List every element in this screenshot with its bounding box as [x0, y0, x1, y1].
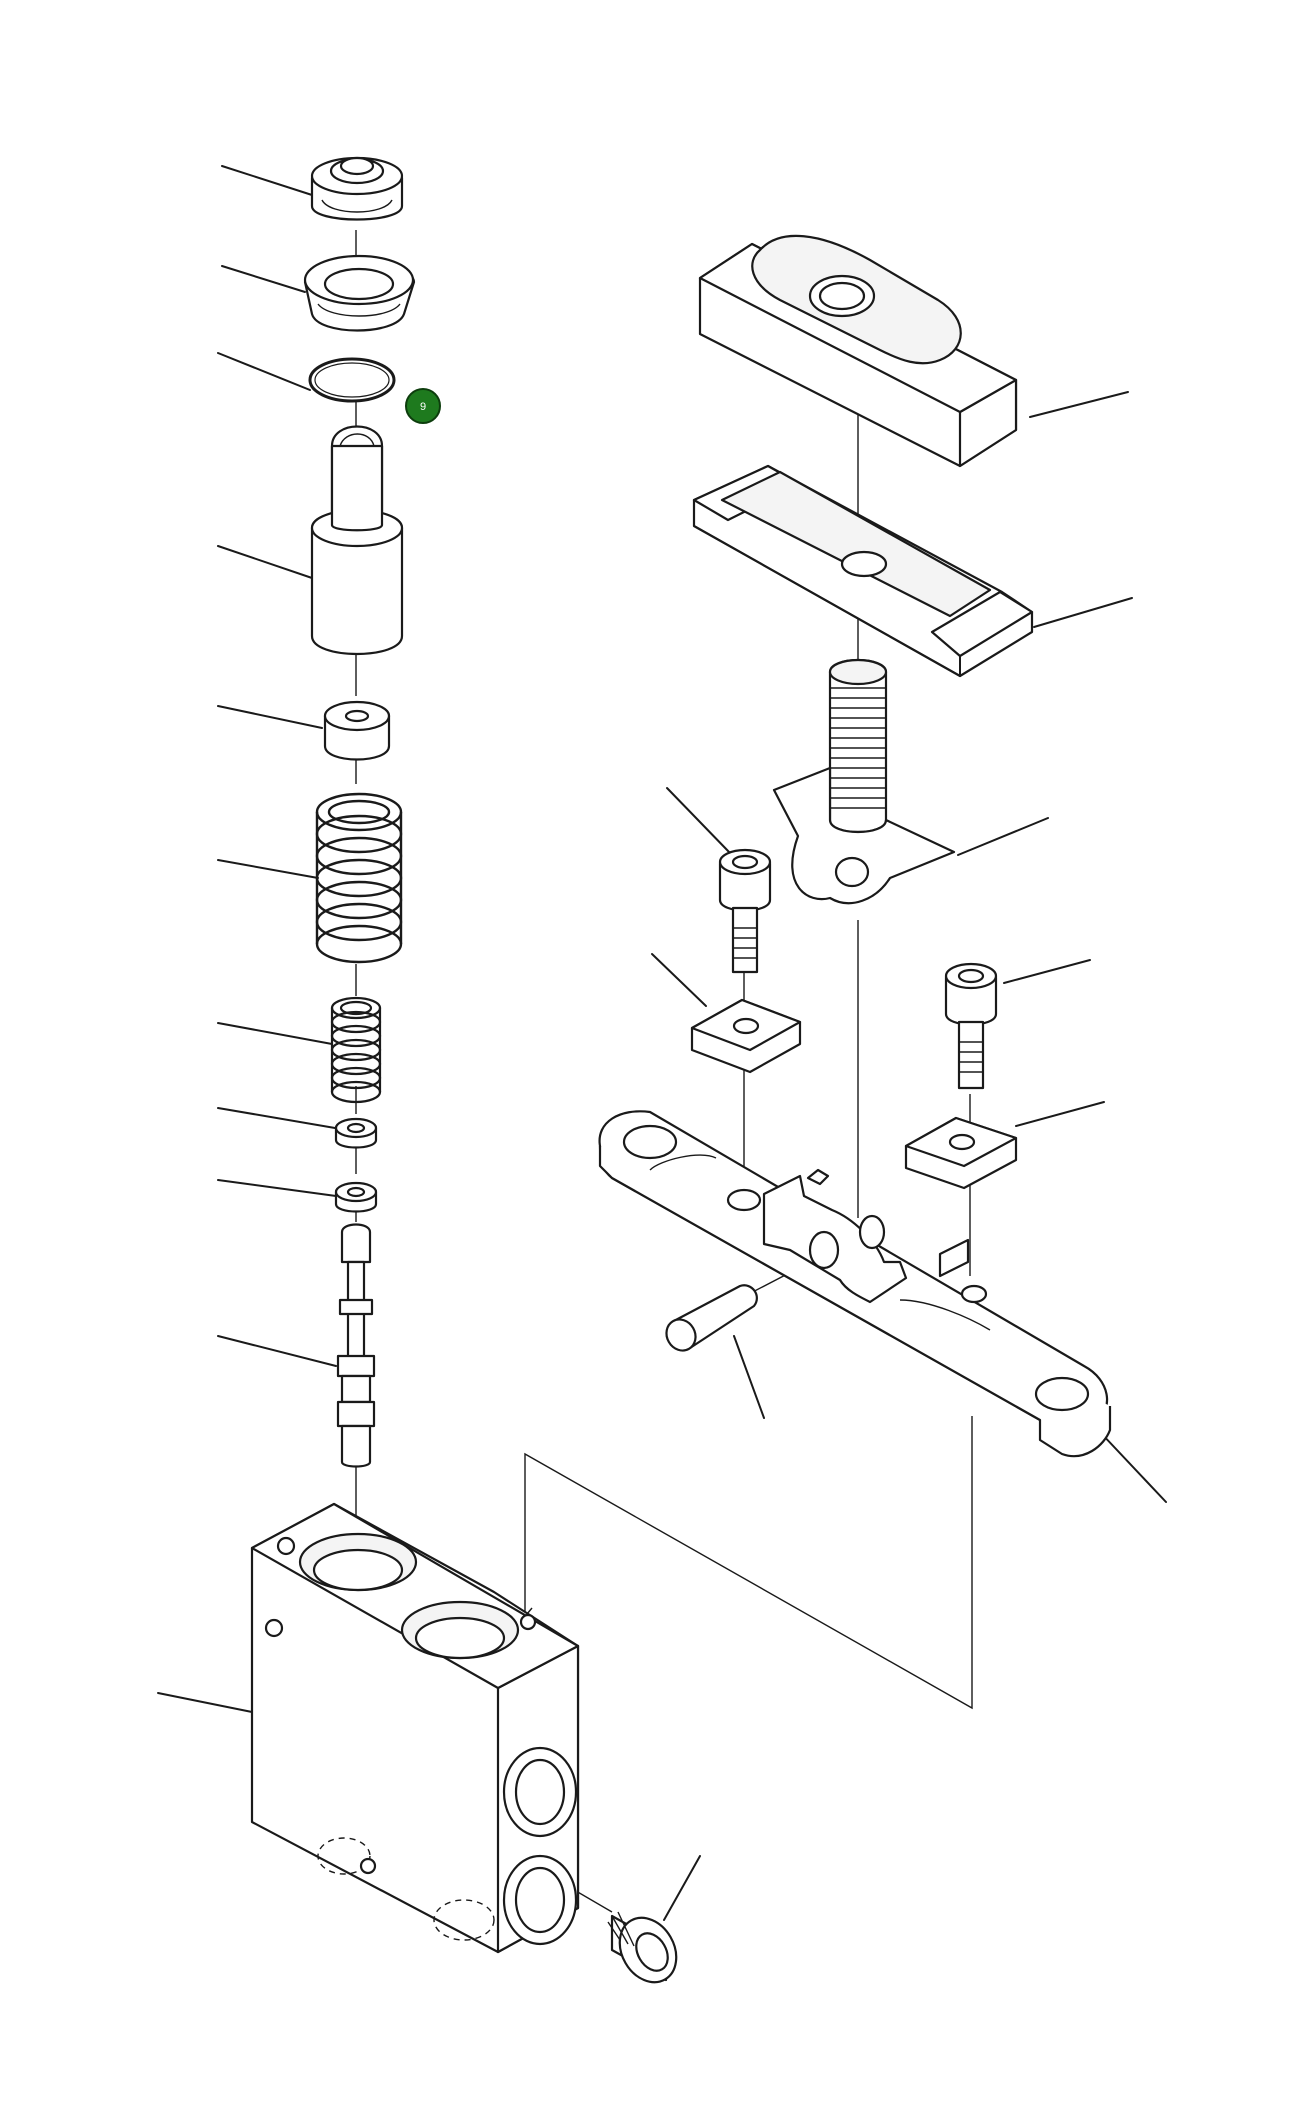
socket-screw-right-part [944, 962, 998, 1090]
piston-part [310, 425, 404, 656]
plate-right-part [904, 1116, 1018, 1190]
spacer-part [323, 700, 391, 761]
washer-2-part [334, 1181, 378, 1213]
plunger-part [336, 1223, 376, 1468]
handle-cap-part [698, 234, 1018, 468]
threaded-plug-part [607, 1911, 678, 1984]
seat-ring-part [303, 254, 416, 332]
o-ring-part [308, 357, 396, 403]
threaded-stud-part [772, 658, 956, 905]
small-spring-part [330, 996, 382, 1104]
washer-1-part [334, 1117, 378, 1149]
large-spring-part [315, 792, 403, 964]
dowel-pin-part [665, 1284, 758, 1352]
top-cap-part [310, 156, 404, 221]
bracket-channel-part [692, 464, 1034, 678]
plate-left-part [690, 998, 802, 1074]
lever-arm-part [598, 1110, 1112, 1458]
socket-screw-left-part [718, 848, 772, 974]
leader-lines [157, 165, 1167, 1921]
valve-body-block [250, 1502, 580, 1954]
callout-9-badge[interactable]: 9 [405, 388, 441, 424]
callout-9-label: 9 [420, 401, 426, 413]
